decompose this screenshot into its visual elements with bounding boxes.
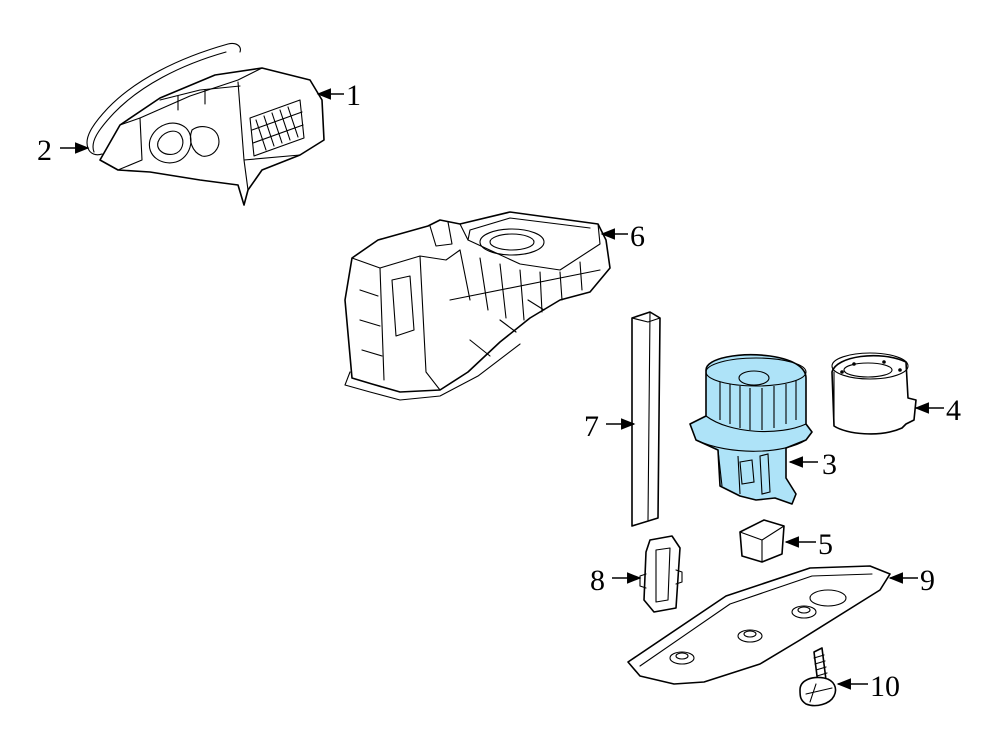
- part-6-hvac-housing[interactable]: [344, 211, 611, 401]
- callout-10: 10: [836, 670, 900, 703]
- callout-5: 5: [784, 528, 833, 561]
- part-5-resistor[interactable]: [739, 519, 785, 563]
- callout-3: 3: [788, 448, 837, 481]
- part-10-screw[interactable]: [799, 647, 837, 707]
- callout-7: 7: [584, 410, 636, 443]
- svg-text:1: 1: [346, 79, 361, 112]
- part-8-filter-insert[interactable]: [639, 535, 683, 613]
- svg-text:2: 2: [37, 134, 52, 167]
- svg-text:4: 4: [946, 394, 961, 427]
- svg-text:5: 5: [818, 528, 833, 561]
- svg-text:8: 8: [590, 564, 605, 597]
- callout-4: 4: [914, 394, 961, 427]
- callout-1: 1: [316, 79, 361, 112]
- part-9-lower-cover[interactable]: [627, 565, 891, 685]
- part-7-cabin-filter[interactable]: [631, 311, 661, 527]
- svg-text:9: 9: [920, 564, 935, 597]
- part-1-air-duct[interactable]: [99, 67, 325, 206]
- callout-8: 8: [590, 564, 642, 597]
- svg-text:6: 6: [630, 220, 645, 253]
- part-4-fan-cover[interactable]: [831, 352, 917, 435]
- callout-9: 9: [888, 564, 935, 597]
- svg-text:10: 10: [870, 670, 900, 703]
- svg-text:3: 3: [822, 448, 837, 481]
- callout-2: 2: [37, 134, 90, 167]
- part-3-blower-motor[interactable]: [689, 353, 813, 505]
- callout-6: 6: [600, 220, 645, 253]
- svg-text:7: 7: [584, 410, 599, 443]
